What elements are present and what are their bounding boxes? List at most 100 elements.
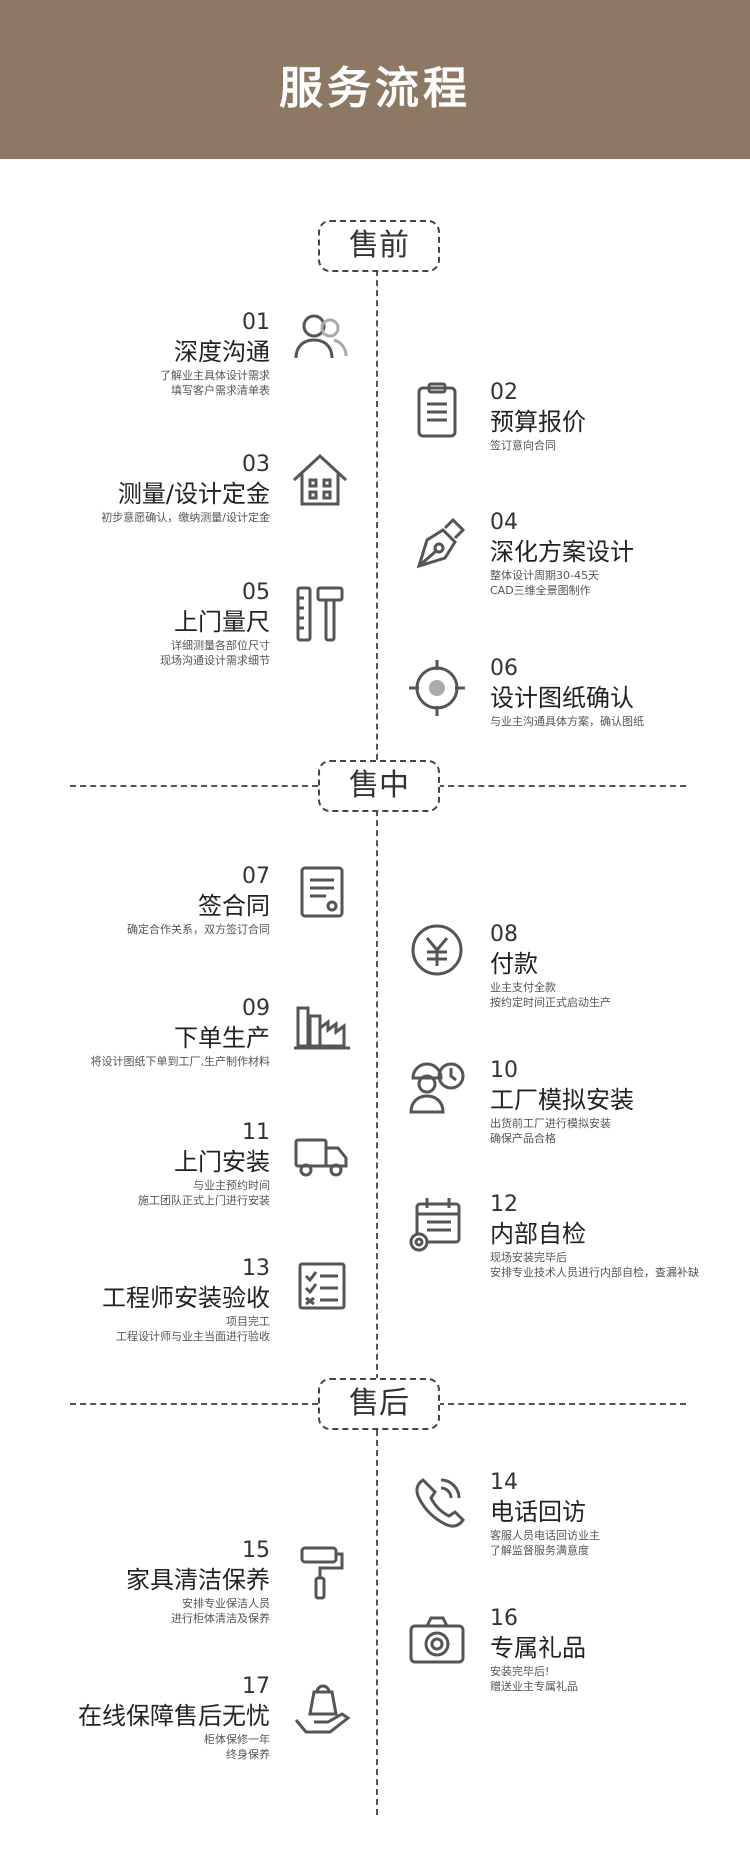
step-number: 13 [242,1256,270,1281]
step-desc: 工程设计师与业主当面进行验收 [116,1330,270,1343]
divider-line [70,785,318,787]
step-desc: 与业主沟通具体方案，确认图纸 [490,715,644,728]
timeline-line [376,1430,378,1815]
step-title: 工程师安装验收 [102,1284,270,1312]
step-03: 03 测量/设计定金 初步意愿确认，缴纳测量/设计定金 [0,452,270,525]
step-16: 16 专属礼品 安装完毕后! 赠送业主专属礼品 [490,1606,740,1694]
step-number: 06 [490,656,518,681]
step-number: 15 [242,1538,270,1563]
step-title: 内部自检 [490,1220,586,1248]
step-desc: 签订意向合同 [490,439,556,452]
factory-icon [290,994,354,1058]
step-number: 02 [490,380,518,405]
clipboard-icon [405,378,469,442]
step-08: 08 付款 业主支付全款 按约定时间正式启动生产 [490,922,740,1010]
step-desc: 按约定时间正式启动生产 [490,996,611,1009]
step-15: 15 家具清洁保养 安排专业保洁人员 进行柜体清洁及保养 [0,1538,270,1626]
stage-pre-sale: 售前 [318,220,440,272]
divider-line [70,1403,318,1405]
stage-mid-sale: 售中 [318,760,440,812]
step-desc: 终身保养 [226,1748,270,1761]
step-title: 工厂模拟安装 [490,1086,634,1114]
step-desc: 现场沟通设计需求细节 [160,654,270,667]
step-number: 14 [490,1470,518,1495]
step-desc: 安装完毕后! [490,1665,550,1678]
paint-roller-icon [290,1540,354,1604]
step-12: 12 内部自检 现场安装完毕后 安排专业技术人员进行内部自检，查漏补缺 [490,1192,740,1280]
step-title: 预算报价 [490,408,586,436]
phone-icon [405,1470,469,1534]
step-title: 签合同 [198,892,270,920]
step-desc: 安排专业技术人员进行内部自检，查漏补缺 [490,1266,699,1279]
divider-line [438,1403,686,1405]
step-title: 专属礼品 [490,1634,586,1662]
step-desc: 施工团队正式上门进行安装 [138,1194,270,1207]
step-05: 05 上门量尺 详细测量各部位尺寸 现场沟通设计需求细节 [0,580,270,668]
step-number: 17 [242,1674,270,1699]
step-desc: 了解业主具体设计需求 [160,369,270,382]
step-01: 01 深度沟通 了解业主具体设计需求 填写客户需求清单表 [0,310,270,398]
step-desc: 出货前工厂进行模拟安装 [490,1117,611,1130]
stage-post-sale: 售后 [318,1378,440,1430]
step-title: 上门安装 [174,1148,270,1176]
step-10: 10 工厂模拟安装 出货前工厂进行模拟安装 确保产品合格 [490,1058,740,1146]
step-number: 10 [490,1058,518,1083]
step-desc: 柜体保修一年 [204,1733,270,1746]
page-header: 服务流程 [0,0,750,159]
page-title: 服务流程 [279,63,471,114]
step-desc: 项目完工 [226,1315,270,1328]
checklist-icon [290,1254,354,1318]
step-02: 02 预算报价 签订意向合同 [490,380,740,453]
worker-clock-icon [405,1054,469,1118]
step-09: 09 下单生产 将设计图纸下单到工厂,生产制作材料 [0,996,271,1069]
ruler-hammer-icon [288,582,352,646]
step-desc: 了解监督服务满意度 [490,1544,589,1557]
target-icon [405,656,469,720]
step-07: 07 签合同 确定合作关系，双方签订合同 [0,864,270,937]
step-desc: 业主支付全款 [490,981,556,994]
step-title: 下单生产 [174,1024,270,1052]
step-title: 设计图纸确认 [490,684,634,712]
step-06: 06 设计图纸确认 与业主沟通具体方案，确认图纸 [490,656,740,729]
step-number: 12 [490,1192,518,1217]
step-number: 05 [242,580,270,605]
step-desc: 将设计图纸下单到工厂,生产制作材料 [90,1055,271,1068]
users-icon [288,306,352,370]
step-title: 家具清洁保养 [126,1566,270,1594]
contract-icon [290,860,354,924]
step-title: 在线保障售后无忧 [78,1702,270,1730]
step-title: 上门量尺 [174,608,270,636]
timeline-line [376,270,378,780]
yuan-coin-icon [405,918,469,982]
step-desc: 赠送业主专属礼品 [490,1680,578,1693]
step-desc: CAD三维全景图制作 [490,584,591,597]
step-desc: 填写客户需求清单表 [171,384,270,397]
step-17: 17 在线保障售后无忧 柜体保修一年 终身保养 [0,1674,270,1762]
calendar-gear-icon [405,1192,469,1256]
step-04: 04 深化方案设计 整体设计周期30-45天 CAD三维全景图制作 [490,510,740,598]
step-number: 08 [490,922,518,947]
step-desc: 整体设计周期30-45天 [490,569,599,582]
step-number: 11 [242,1120,270,1145]
step-desc: 现场安装完毕后 [490,1251,567,1264]
step-title: 电话回访 [490,1498,586,1526]
step-number: 01 [242,310,270,335]
step-number: 16 [490,1606,518,1631]
step-11: 11 上门安装 与业主预约时间 施工团队正式上门进行安装 [0,1120,270,1208]
step-desc: 进行柜体清洁及保养 [171,1612,270,1625]
truck-icon [290,1122,354,1186]
step-number: 07 [242,864,270,889]
step-desc: 详细测量各部位尺寸 [171,639,270,652]
camera-icon [405,1608,469,1672]
step-desc: 与业主预约时间 [193,1179,270,1192]
step-number: 04 [490,510,518,535]
step-desc: 安排专业保洁人员 [182,1597,270,1610]
step-14: 14 电话回访 客服人员电话回访业主 了解监督服务满意度 [490,1470,740,1558]
step-desc: 确保产品合格 [490,1132,556,1145]
hand-bag-icon [290,1674,354,1738]
step-desc: 初步意愿确认，缴纳测量/设计定金 [101,511,270,524]
divider-line [438,785,686,787]
pen-nib-icon [405,512,469,576]
step-number: 03 [242,452,270,477]
step-desc: 客服人员电话回访业主 [490,1529,600,1542]
